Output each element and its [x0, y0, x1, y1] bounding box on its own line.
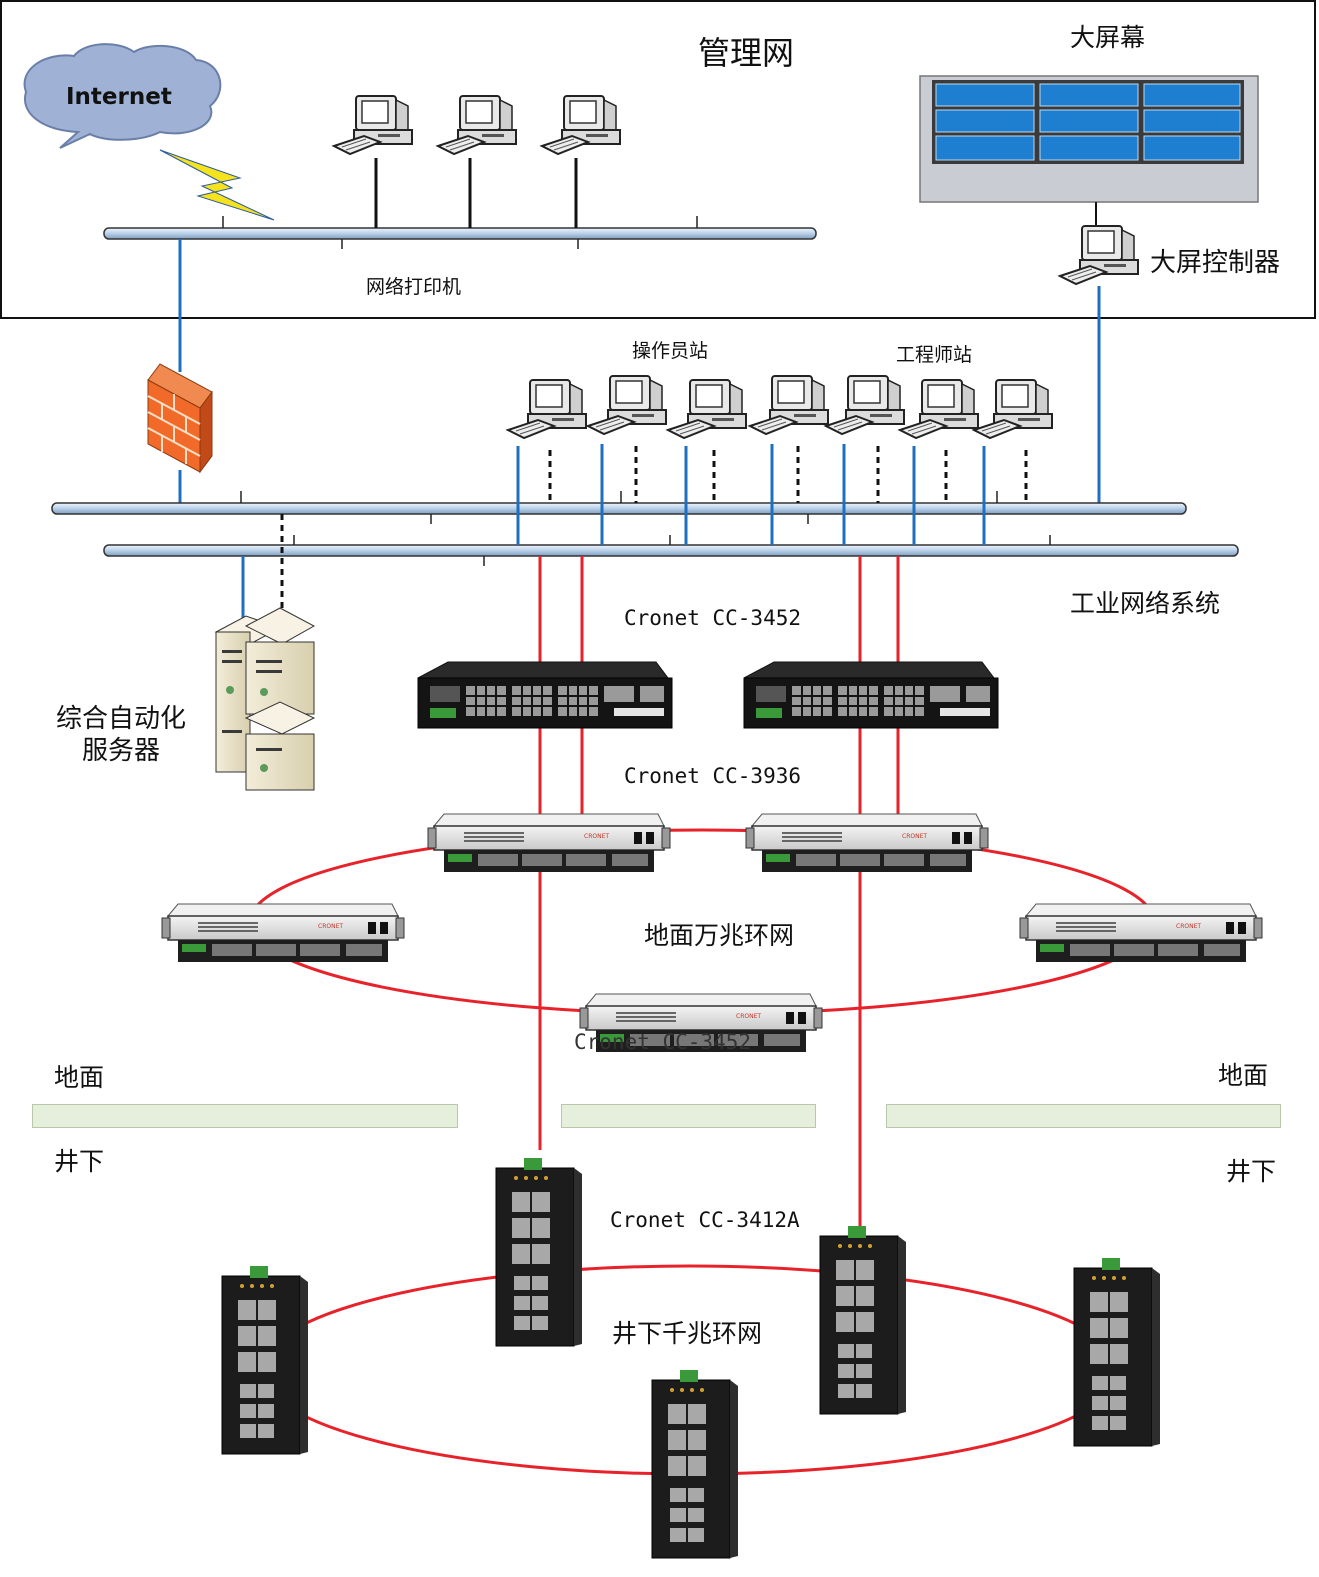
- underground-right-label: 井下: [1226, 1157, 1277, 1186]
- big-screen-icon: [919, 75, 1259, 203]
- field-switch-label: Cronet CC-3412A: [610, 1208, 800, 1232]
- management-pc-icon: [333, 95, 413, 155]
- ring-switch-icon: [745, 813, 989, 873]
- engineer-station-pc-icon: [973, 379, 1053, 439]
- screen-controller-label: 大屏控制器: [1150, 248, 1281, 278]
- ground-left-label: 地面: [54, 1063, 105, 1092]
- ground-ring-label: 地面万兆环网: [644, 921, 795, 950]
- ring-switch-overlap-label: Cronet CC-3452: [574, 1030, 752, 1054]
- server-label-line1: 综合自动化: [56, 704, 187, 734]
- ground-separator-band: [886, 1104, 1281, 1128]
- page-title: 管理网: [698, 34, 795, 72]
- wireless-lightning-icon: [159, 149, 275, 221]
- automation-server-icon: [214, 607, 316, 791]
- operator-station-label: 操作员站: [632, 340, 709, 362]
- firewall-icon: [147, 363, 213, 474]
- server-label-line2: 服务器: [82, 736, 161, 766]
- management-pc-icon: [541, 95, 621, 155]
- operator-station-pc-icon: [667, 379, 747, 439]
- engineer-station-label: 工程师站: [896, 344, 973, 366]
- management-bus: [103, 227, 817, 240]
- big-screen-label: 大屏幕: [1070, 23, 1146, 52]
- operator-station-pc-icon: [507, 379, 587, 439]
- field-switch-icon: [495, 1157, 583, 1347]
- ring-switch-icon: [1019, 903, 1263, 963]
- field-switch-icon: [651, 1369, 739, 1559]
- underground-ring-label: 井下千兆环网: [612, 1319, 763, 1348]
- engineer-station-pc-icon: [825, 375, 905, 435]
- underground-left-label: 井下: [54, 1147, 105, 1176]
- industrial-bus-upper: [51, 502, 1187, 515]
- engineer-station-pc-icon: [899, 379, 979, 439]
- core-switch-icon: [417, 661, 673, 729]
- field-switch-icon: [819, 1225, 907, 1415]
- ring-switch-icon: [161, 903, 405, 963]
- ground-separator-band: [32, 1104, 458, 1128]
- ground-right-label: 地面: [1218, 1061, 1269, 1090]
- field-switch-icon: [221, 1265, 309, 1455]
- ground-separator-band: [561, 1104, 816, 1128]
- operator-station-pc-icon: [587, 375, 667, 435]
- ring-switch-icon: [427, 813, 671, 873]
- printer-label: 网络打印机: [366, 276, 462, 298]
- screen-controller-pc-icon: [1059, 225, 1139, 285]
- management-network-frame: [0, 0, 1316, 319]
- core-switch-icon: [743, 661, 999, 729]
- management-pc-icon: [437, 95, 517, 155]
- core-switch-label: Cronet CC-3452: [624, 606, 802, 630]
- ring-switch-label: Cronet CC-3936: [624, 764, 802, 788]
- internet-cloud-icon: [23, 43, 222, 149]
- internet-label: Internet: [66, 84, 172, 110]
- industrial-bus-lower: [103, 544, 1239, 557]
- field-switch-icon: [1073, 1257, 1161, 1447]
- operator-station-pc-icon: [749, 375, 829, 435]
- industrial-network-label: 工业网络系统: [1070, 589, 1221, 618]
